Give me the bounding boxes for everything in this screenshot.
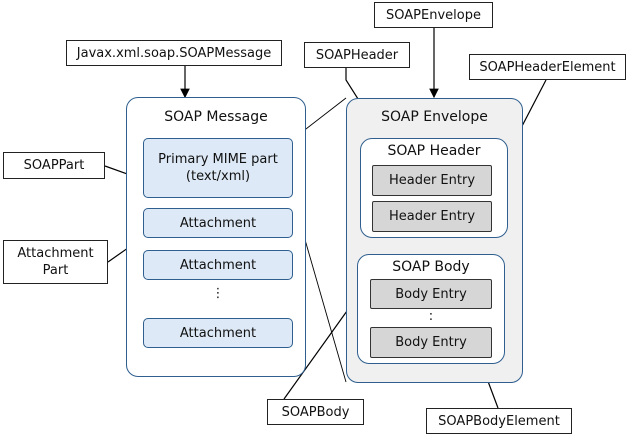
label-attachment-part: Attachment Part [3,240,108,284]
soap-body-title: SOAP Body [392,259,470,275]
attachment-ellipsis: ⋮ [211,286,225,301]
label-soap-envelope-class: SOAPEnvelope [374,2,493,28]
label-soap-header-class: SOAPHeader [304,42,410,68]
body-entry-ellipsis: : [428,309,434,324]
label-soap-body-element-class: SOAPBodyElement [426,408,572,434]
soap-envelope-title: SOAP Envelope [381,109,488,125]
header-entry-1: Header Entry [372,165,492,196]
label-soap-header-element-class: SOAPHeaderElement [469,54,626,80]
label-soap-body-class: SOAPBody [267,399,364,425]
soap-header-title: SOAP Header [387,143,481,159]
attachment-3: Attachment [143,318,293,348]
primary-mime-part: Primary MIME part (text/xml) [143,138,293,198]
soap-message-title: SOAP Message [164,109,268,125]
label-soap-part: SOAPPart [3,152,105,179]
attachment-2: Attachment [143,250,293,280]
header-entry-2: Header Entry [372,201,492,232]
body-entry-2: Body Entry [370,327,492,358]
body-entry-1: Body Entry [370,279,492,309]
attachment-1: Attachment [143,208,293,238]
label-soap-message-class: Javax.xml.soap.SOAPMessage [66,40,282,66]
